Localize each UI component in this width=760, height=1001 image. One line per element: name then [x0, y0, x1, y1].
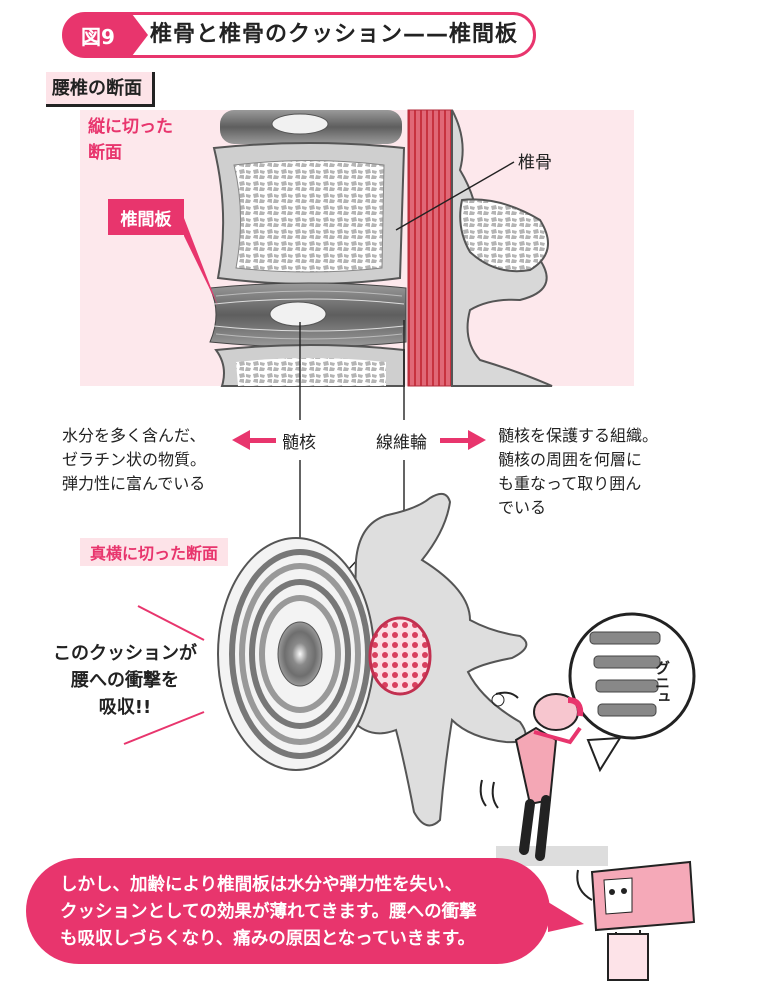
posterior-ligament [407, 109, 453, 387]
bubble-tail [548, 902, 584, 932]
bottom-message-bubble: しかし、加齢により椎間板は水分や弾力性を失い、 クッションとしての効果が薄れてき… [26, 858, 550, 964]
annulus-desc-line: でいる [498, 498, 547, 517]
nucleus-desc-line: ゼラチン状の物質。 [62, 450, 207, 469]
desc-arrows [232, 430, 486, 450]
horizontal-section-note: 真横に切った断面 [80, 538, 229, 566]
cross-section-vertebra [217, 492, 528, 827]
annulus-desc-line: も重なって取り囲ん [498, 474, 642, 493]
intervertebral-disc [209, 282, 407, 348]
annulus-label: 線維輪 [376, 433, 427, 453]
nucleus-description: 水分を多く含んだ、 ゼラチン状の物質。 弾力性に富んでいる [62, 424, 206, 496]
vertebral-body [212, 142, 406, 285]
magnifier-bubble [568, 612, 696, 773]
vertebral-arch [451, 109, 553, 387]
upper-disc [220, 110, 402, 144]
vertebra-label: 椎骨 [518, 153, 552, 173]
annulus-description: 髄核を保護する組織。 髄核の周囲を何層に も重なって取り囲ん でいる [498, 424, 658, 520]
figure-number-badge: 図9 [64, 14, 148, 56]
vertical-section-note: 縦に切った 断面 [88, 114, 173, 166]
nucleus-desc-line: 水分を多く含んだ、 [62, 426, 206, 445]
vertical-section-note-line: 縦に切った [88, 117, 173, 137]
lower-vertebral-body [214, 344, 405, 387]
figure-number: 図9 [81, 24, 115, 49]
mascot-character [576, 860, 696, 981]
figure-title: 椎骨と椎骨のクッション——椎間板 [150, 22, 519, 47]
cushion-note-line: 腰への衝撃を [71, 670, 179, 691]
nucleus-label: 髄核 [282, 433, 316, 453]
character-man [479, 691, 608, 866]
vertical-section-note-line: 断面 [88, 143, 122, 163]
impact-lines [123, 605, 205, 745]
intervertebral-disc-tag: 椎間板 [108, 199, 184, 235]
bottom-message-line: クッションとしての効果が薄れてきます。腰への衝撃 [60, 902, 477, 922]
section-label: 腰椎の断面 [46, 72, 155, 107]
bottom-message-line: も吸収しづらくなり、痛みの原因となっていきます。 [60, 929, 476, 949]
cushion-note-line: 吸収!! [98, 697, 152, 718]
annulus-desc-line: 髄核を保護する組織。 [498, 426, 659, 445]
nucleus-desc-line: 弾力性に富んでいる [62, 474, 206, 493]
annulus-desc-line: 髄核の周囲を何層に [498, 450, 643, 469]
cushion-note: このクッションが 腰への衝撃を 吸収!! [30, 640, 220, 721]
bottom-message-line: しかし、加齢により椎間板は水分や弾力性を失い、 [60, 875, 463, 895]
disc-tag-pointer [184, 218, 218, 306]
cushion-note-line: このクッションが [53, 643, 197, 664]
sound-effect: グニュ [653, 660, 671, 705]
